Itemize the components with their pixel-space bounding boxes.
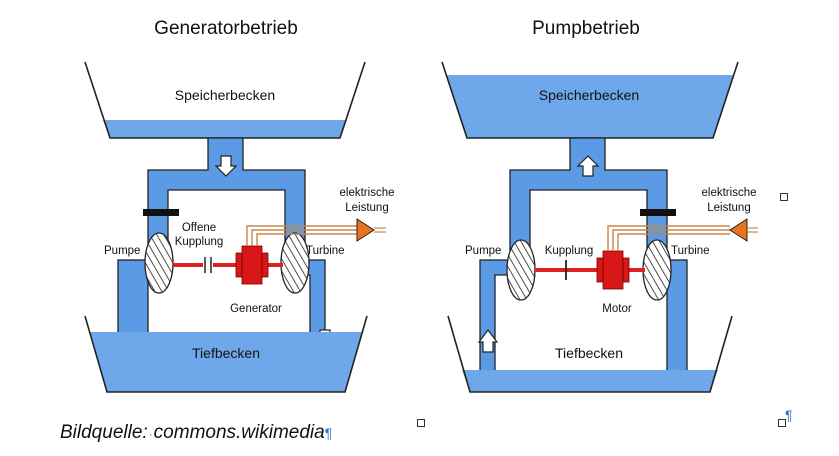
power-output-arrow — [356, 218, 375, 242]
turbine-runner — [642, 239, 672, 301]
closed-valve — [143, 209, 179, 216]
caption-prefix: Bildquelle: — [60, 422, 148, 443]
turbine-label: Turbine — [671, 245, 710, 257]
paragraph-mark: ¶ — [324, 425, 333, 441]
power-wire — [607, 225, 730, 251]
resize-handle-right[interactable] — [780, 193, 788, 201]
upper-basin-label: Speicherbecken — [539, 87, 639, 103]
caption-source: commons.wikimedia — [153, 422, 325, 443]
lower-basin-label: Tiefbecken — [555, 345, 623, 361]
lower-basin-water — [462, 370, 718, 392]
upper-basin-water — [103, 120, 347, 138]
upper-basin-label: Speicherbecken — [175, 87, 275, 103]
lower-basin-water — [90, 332, 362, 392]
suction-up-arrow — [477, 329, 499, 353]
image-source-caption: Bildquelle:·commons.wikimedia¶ — [60, 422, 332, 444]
resize-handle-bottom-right[interactable] — [778, 419, 786, 427]
lower-basin-outline — [447, 315, 733, 393]
power-wire — [246, 225, 357, 246]
generator-mode-title: Generatorbetrieb — [154, 18, 298, 39]
motor-label: Motor — [602, 303, 632, 315]
space-marker: · — [148, 427, 153, 441]
generator-unit — [241, 245, 263, 285]
upper-basin-water — [447, 75, 733, 138]
lower-basin-label: Tiefbecken — [192, 345, 260, 361]
pump-mode-title: Pumpbetrieb — [532, 18, 640, 39]
coupling-label: Kupplung — [545, 245, 594, 257]
closed-valve — [640, 209, 676, 216]
shaft — [535, 268, 645, 272]
pump-impeller — [144, 232, 174, 294]
lower-basin-outline — [84, 315, 368, 393]
motor-unit — [602, 250, 624, 290]
flow-down-arrow — [214, 155, 238, 177]
resize-handle-bottom[interactable] — [417, 419, 425, 427]
pump-label: Pumpe — [465, 245, 501, 257]
pump-label: Pumpe — [104, 245, 140, 257]
generator-label: Generator — [230, 303, 282, 315]
generator-mode-panel: Generatorbetrieb Speicherbecken Tiefbeck… — [84, 18, 395, 393]
power-input-arrow — [729, 218, 748, 242]
pump-impeller — [506, 239, 536, 301]
pump-suction-pipe — [479, 259, 511, 373]
paragraph-mark-right: ¶ — [785, 407, 793, 423]
pump-mode-panel: Pumpbetrieb Speicherbecken Tiefbecken — [441, 18, 758, 393]
turbine-runner — [280, 232, 310, 294]
flow-up-arrow — [576, 155, 600, 177]
turbine-label: Turbine — [306, 245, 345, 257]
shaft-pump-side — [173, 263, 203, 267]
